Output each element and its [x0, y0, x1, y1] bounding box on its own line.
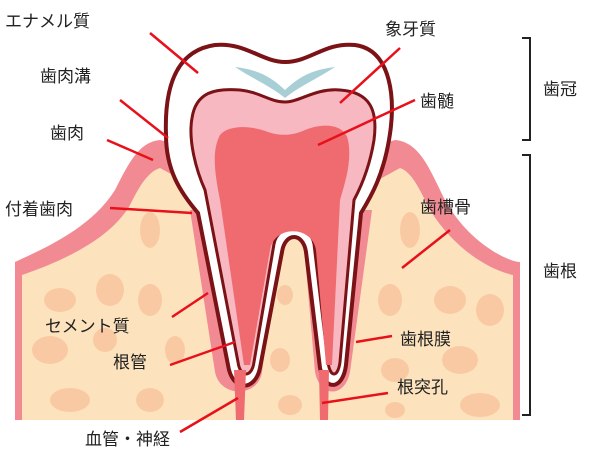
label-root: 歯根 — [543, 262, 577, 282]
label-periodontal-ligament: 歯根膜 — [400, 330, 451, 350]
enamel-mark — [235, 67, 335, 98]
brackets — [522, 37, 531, 416]
label-cementum: セメント質 — [45, 317, 130, 337]
label-gingiva: 歯肉 — [50, 124, 84, 144]
label-alveolar-bone: 歯槽骨 — [420, 198, 471, 218]
label-attached-gingiva: 付着歯肉 — [5, 200, 73, 220]
label-enamel: エナメル質 — [5, 12, 90, 32]
label-root-canal: 根管 — [113, 353, 147, 373]
label-pulp: 歯髄 — [420, 92, 454, 112]
pulp — [214, 125, 350, 366]
vessels-nerves — [234, 370, 329, 420]
bone-spots — [32, 212, 504, 418]
label-dentin: 象牙質 — [385, 20, 436, 40]
label-gingival-sulcus: 歯肉溝 — [40, 67, 91, 87]
leader-lines — [106, 32, 451, 434]
label-vessels-nerves: 血管・神経 — [85, 430, 170, 450]
label-apical-foramen: 根突孔 — [397, 378, 448, 398]
label-crown: 歯冠 — [543, 80, 577, 100]
